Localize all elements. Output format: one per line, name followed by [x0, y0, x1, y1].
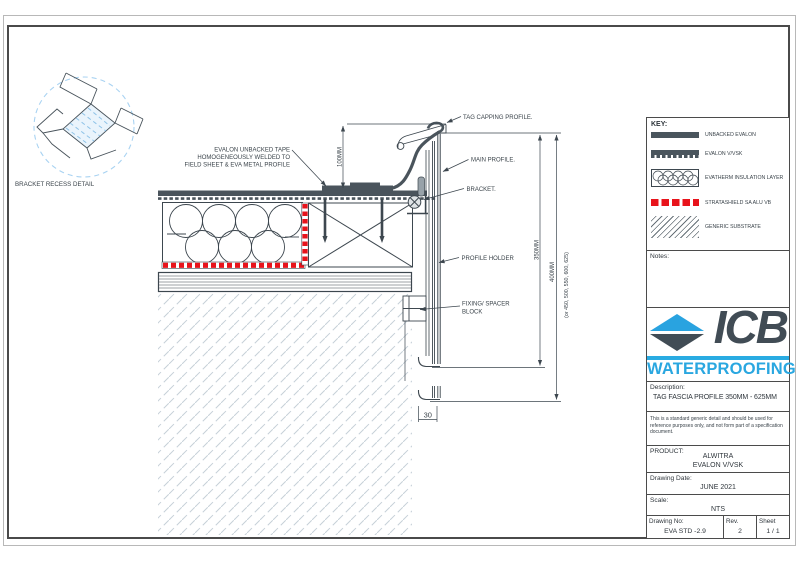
drawing-date-label: Drawing Date:: [650, 475, 692, 482]
fixing-screws: [322, 199, 385, 243]
brand-cyan-bar: [647, 356, 789, 360]
rev-box: Rev. 2: [723, 515, 757, 539]
notes-label: Notes:: [650, 253, 670, 260]
sheet-value: 1 / 1: [766, 528, 780, 535]
dimensions: [340, 123, 561, 422]
tape-note-line1: EVALON UNBACKED TAPE: [214, 148, 290, 154]
product-box: PRODUCT: ALWITRA EVALON V/VSK: [646, 445, 790, 473]
tape-note-line2: HOMOGENEOUSLY WELDED TO: [197, 155, 290, 161]
rev-value: 2: [738, 528, 742, 535]
key-item-generic-substrate: GENERIC SUBSTRATE: [651, 216, 787, 238]
deck-layer: [157, 271, 413, 293]
membrane-layer: [158, 182, 437, 200]
drawing-no-box: Drawing No: EVA STD -2.9: [646, 515, 724, 539]
drawing-date-value: JUNE 2021: [700, 484, 736, 491]
product-label: PRODUCT:: [650, 448, 684, 455]
description-value: TAG FASCIA PROFILE 350MM - 625MM: [653, 394, 777, 401]
annotation-texts: EVALON UNBACKED TAPE HOMOGENEOUSLY WELDE…: [185, 115, 533, 316]
detail-circle: [33, 76, 135, 178]
recess-hatch: [65, 107, 111, 145]
product-line1: ALWITRA: [702, 453, 734, 460]
dim-100mm: 100MM: [338, 147, 344, 167]
label-fixing-block-line1: FIXING/ SPACER: [462, 302, 510, 308]
profile-bottom-400: [417, 386, 441, 401]
scale-box: Scale: NTS: [646, 494, 790, 516]
key-item-evalon-vvsk: EVALON V/VSK: [651, 150, 787, 158]
sheet-box: Sheet 1 / 1: [756, 515, 790, 539]
detail-label: BRACKET RECESS DETAIL: [15, 181, 95, 188]
insulation-layer: [162, 202, 303, 268]
label-tag-capping-profile: TAG CAPPING PROFILE.: [463, 115, 533, 121]
generic-substrate-swatch: [651, 216, 699, 238]
key-item-unbacked-evalon: UNBACKED EVALON: [651, 132, 787, 138]
fascia-assembly: [390, 121, 447, 401]
logo-box: ICB WATERPROOFING: [646, 301, 796, 382]
dim-30: 30: [424, 411, 432, 420]
tape-note-line3: FIELD SHEET & EVA METAL PROFILE: [185, 163, 290, 169]
scale-label: Scale:: [650, 497, 669, 504]
membrane-upstand: [390, 121, 445, 191]
key-box: KEY: UNBACKED EVALON EVALON V/VSK: [646, 117, 790, 251]
product-line2: EVALON V/VSK: [692, 462, 744, 469]
description-label: Description:: [650, 384, 685, 391]
roof-buildup: [157, 182, 437, 535]
dim-400mm: 400MM: [550, 262, 556, 282]
evatherm-insulation-swatch: [651, 169, 699, 187]
dim-400mm-options: (or 450, 500, 550, 600, 625): [564, 252, 570, 318]
eva-metal-profile: [322, 185, 393, 192]
scale-value: NTS: [711, 506, 725, 513]
evalon-vvsk-swatch: [651, 150, 699, 158]
fixing-spacer-block: [402, 295, 427, 322]
icb-logo-icon: [650, 314, 704, 351]
label-bracket: BRACKET.: [467, 187, 497, 193]
key-item-evatherm: EVATHERM INSULATION LAYER: [651, 169, 787, 187]
disclaimer-text: This is a standard generic detail and sh…: [650, 416, 783, 436]
drawing-no-value: EVA STD -2.9: [664, 528, 706, 535]
key-title: KEY:: [651, 121, 668, 128]
generic-substrate-hatch: [158, 292, 412, 535]
rev-label: Rev.: [726, 518, 739, 525]
dimension-texts: 100MM 350MM 400MM (or 450, 500, 550, 600…: [338, 147, 571, 420]
stratashield-swatch: [651, 199, 699, 206]
notes-box: Notes:: [646, 250, 790, 308]
unbacked-evalon-swatch: [651, 132, 699, 138]
sheet-outer-frame: [3, 15, 796, 546]
bracket-recess-detail-inset: BRACKET RECESS DETAIL: [15, 72, 144, 188]
key-item-stratashield: STRATASHIELD SA ALU VB: [651, 199, 787, 206]
description-box: Description: TAG FASCIA PROFILE 350MM - …: [646, 381, 790, 412]
label-profile-holder: PROFILE HOLDER: [462, 256, 515, 262]
profile-bottom-350: [417, 356, 440, 368]
sheet-label: Sheet: [759, 518, 776, 525]
icb-logo-text: ICB: [713, 301, 789, 353]
bracket: [407, 176, 428, 215]
drawing-no-label: Drawing No:: [649, 518, 684, 525]
label-main-profile: MAIN PROFILE.: [471, 158, 515, 164]
dim-350mm: 350MM: [535, 240, 541, 260]
disclaimer-box: This is a standard generic detail and sh…: [646, 411, 790, 446]
brand-tagline: WATERPROOFING: [647, 360, 796, 378]
title-block-panel: KEY: UNBACKED EVALON EVALON V/VSK: [646, 117, 796, 539]
leader-lines: [291, 116, 469, 312]
dim-30-lines: [418, 406, 438, 422]
label-fixing-block-line2: BLOCK: [462, 310, 482, 316]
drawing-date-box: Drawing Date: JUNE 2021: [646, 472, 790, 495]
